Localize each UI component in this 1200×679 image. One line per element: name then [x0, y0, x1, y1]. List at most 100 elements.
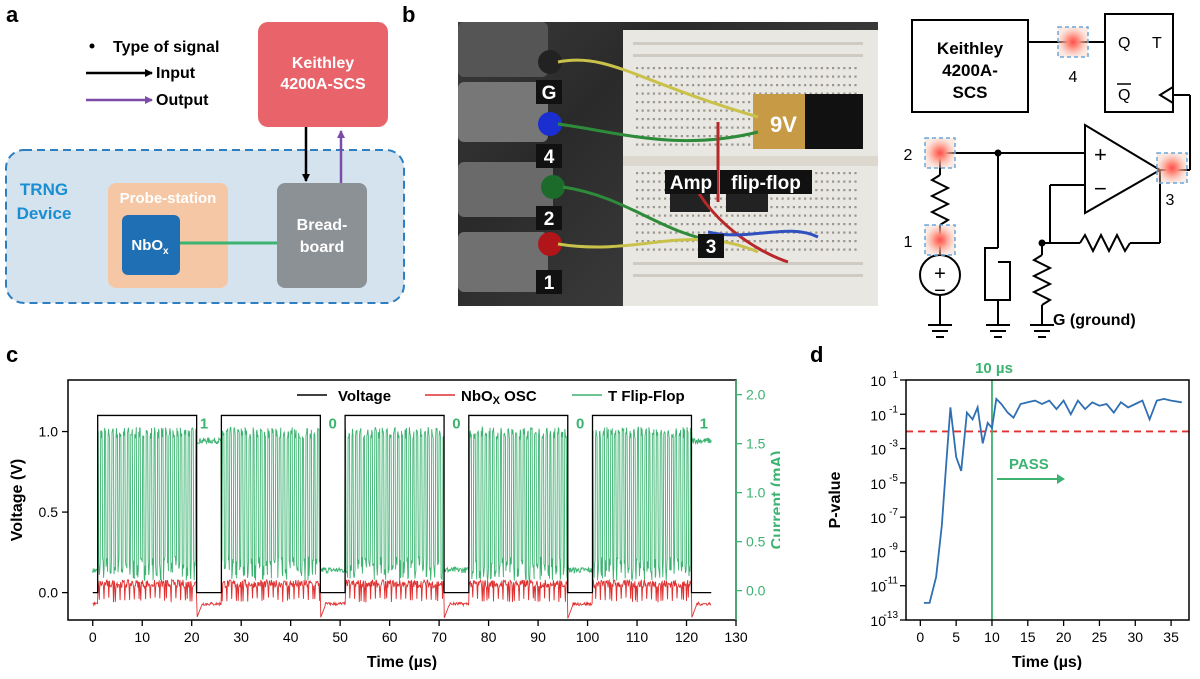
d-xtick-label-2: 10 [984, 629, 1000, 645]
d-xtick-label-0: 0 [916, 629, 924, 645]
panel-b-letter: b [402, 2, 415, 27]
device-resistor [929, 174, 951, 226]
d-ytick-exp-6: -11 [884, 576, 898, 587]
bit-label-3: 0 [576, 415, 584, 432]
node-label-1: 1 [904, 234, 913, 251]
breadboard-label-2: board [300, 239, 344, 256]
circuit-schematic: + − Keithley 4200A- SCS Q T Q + − 4 2 1 … [904, 13, 1191, 338]
c-xtick-label-13: 130 [724, 629, 748, 645]
circuit-keithley-2: 4200A- [942, 61, 998, 80]
photo-label-2: 2 [544, 209, 555, 230]
photo-label-4: 4 [544, 147, 555, 168]
c-xtick-label-11: 110 [626, 629, 649, 645]
c-y2tick-label-2: 1.0 [746, 485, 766, 501]
keithley-label-1: Keithley [292, 55, 354, 72]
legend-bullet [89, 43, 95, 49]
d-ytick-label-4: 10 [870, 510, 886, 526]
tff-q: Q [1118, 35, 1130, 52]
c-y2tick-label-4: 2.0 [746, 387, 766, 403]
d-xtick-label-6: 30 [1127, 629, 1143, 645]
ground-resistor [1031, 254, 1053, 306]
d-ytick-label-3: 10 [870, 476, 886, 492]
node-label-4: 4 [1069, 69, 1078, 86]
voltage-series [92, 414, 712, 594]
feedback-resistor [1079, 232, 1131, 254]
photo-label-9v: 9V [770, 112, 797, 137]
breadboard-label-1: Bread- [297, 217, 348, 234]
node-label-2: 2 [904, 147, 913, 164]
d-xtick-label-5: 25 [1092, 629, 1108, 645]
c-y2tick-label-0: 0.0 [746, 583, 766, 599]
c-xtick-label-10: 100 [576, 629, 600, 645]
d-ytick-label-5: 10 [870, 544, 886, 560]
chart-d-ylabel: P-value [827, 471, 844, 528]
photo-label-1: 1 [544, 273, 555, 294]
d-ytick-label-0: 10 [870, 373, 886, 389]
svg-text:b: b [402, 2, 415, 27]
d-xtick-label-4: 20 [1056, 629, 1072, 645]
c-xtick-label-4: 40 [283, 629, 299, 645]
legend-input-label: Input [156, 65, 196, 82]
c-xtick-label-3: 30 [233, 629, 249, 645]
chart-c-y2label: Current (mA) [769, 451, 780, 550]
bit-label-0: 1 [200, 415, 208, 432]
bit-label-1: 0 [329, 415, 337, 432]
legend-osc: NbOX OSC [461, 388, 537, 407]
photo-labels: G 4 2 1 Amp flip-flop 9V 3 [536, 80, 812, 294]
osc-series [92, 578, 712, 619]
circuit-keithley-3: SCS [953, 83, 988, 102]
source-minus: − [934, 280, 946, 302]
pass-label: PASS [1009, 456, 1049, 473]
d-xtick-label-3: 15 [1020, 629, 1036, 645]
keithley-label-2: 4200A-SCS [280, 76, 366, 93]
amp-chip [670, 194, 710, 212]
tff-qbar: Q [1118, 87, 1130, 104]
d-ytick-exp-4: -7 [889, 507, 898, 518]
ground-label: G (ground) [1053, 312, 1136, 329]
nbox-box [122, 215, 180, 275]
flipflop-series [92, 425, 712, 583]
d-ytick-label-1: 10 [870, 407, 886, 423]
d-ytick-exp-7: -13 [884, 610, 899, 621]
c-ytick-label-0: 0.0 [39, 585, 59, 601]
pvalue-series [923, 396, 1182, 604]
probe-points [924, 26, 1188, 256]
c-xtick-label-8: 80 [481, 629, 497, 645]
d-ytick-exp-5: -9 [889, 541, 898, 552]
panel-a-diagram: a Type of signal Input Output Keithley 4… [5, 2, 405, 304]
legend-voltage: Voltage [338, 388, 391, 405]
panel-letter-d: d [810, 342, 823, 367]
c-xtick-label-1: 10 [134, 629, 150, 645]
flipflop-chip [726, 194, 768, 212]
d-ytick-exp-1: -1 [889, 404, 898, 415]
c-xtick-label-2: 20 [184, 629, 200, 645]
legend-flipflop: T Flip-Flop [608, 388, 685, 405]
chart-d-xlabel: Time (µs) [1012, 654, 1082, 670]
d-ytick-label-2: 10 [870, 442, 886, 458]
c-xtick-label-12: 120 [675, 629, 699, 645]
pass-arrow-head [1057, 474, 1065, 484]
c-xtick-label-7: 70 [431, 629, 447, 645]
breadboard-photo: G 4 2 1 Amp flip-flop 9V 3 [458, 22, 878, 306]
opamp-minus: − [1094, 176, 1107, 201]
breadboard-box [277, 183, 367, 288]
d-ytick-label-7: 10 [870, 613, 886, 629]
opamp-plus: + [1094, 142, 1107, 167]
panel-letter-c: c [6, 342, 18, 367]
chart-c-ylabel: Voltage (V) [9, 459, 26, 541]
d-xtick-label-1: 5 [952, 629, 960, 645]
photo-label-3: 3 [706, 237, 717, 258]
c-xtick-label-9: 90 [530, 629, 546, 645]
panel-letter-a: a [6, 2, 19, 27]
d-ytick-exp-2: -3 [889, 439, 898, 450]
trng-label-1: TRNG [20, 180, 68, 199]
c-ytick-label-1: 0.5 [39, 504, 59, 520]
tff-t: T [1152, 35, 1162, 52]
chart-c-legend: Voltage NbOX OSC T Flip-Flop [297, 388, 685, 407]
probe-station-label: Probe-station [120, 190, 217, 207]
node-label-3: 3 [1166, 192, 1175, 209]
chart-d-frame [905, 379, 1190, 621]
circuit-keithley-1: Keithley [937, 39, 1004, 58]
